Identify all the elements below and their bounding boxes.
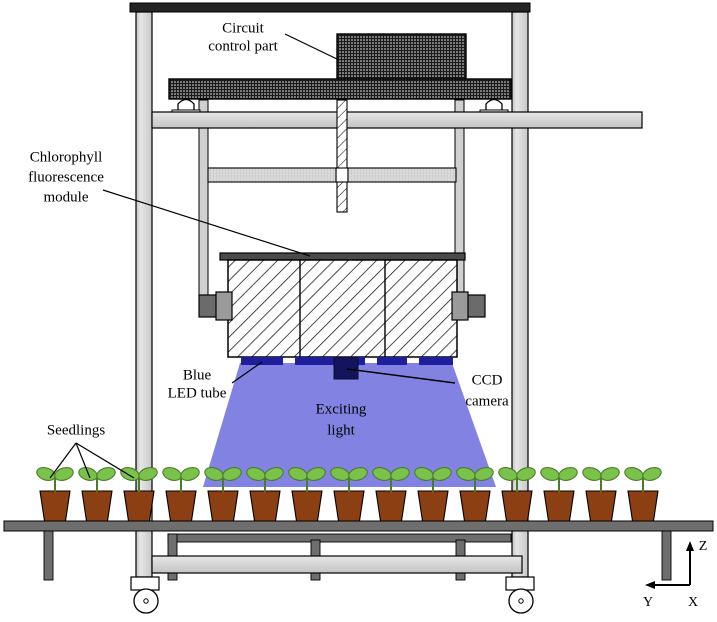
seedling-pot [123,490,155,522]
seedling-pot [81,490,113,522]
seedling-pot [543,490,575,522]
label-exciting-light: Exciting light [316,401,367,438]
seedling [288,467,326,522]
seedlings-row [36,467,662,522]
blue-led-line2: LED tube [168,385,227,401]
seedling-pot [333,490,365,522]
leader-lines [49,33,456,479]
seedling-leaf [162,467,182,481]
seedling-leaf [348,467,368,481]
seedling-leaf [642,467,662,481]
fluorescence-module-top-plate [219,252,466,261]
seedling [498,467,536,522]
axis-label-z: Z [699,539,708,554]
seedling [204,467,242,522]
label-chlorophyll-module: Chlorophyll fluorescence module [28,149,104,205]
label-seedlings: Seedlings [47,422,105,438]
seedling-leaf [474,467,494,481]
seedling [582,467,620,522]
seedling-pot [375,490,407,522]
seedling-pot [627,490,659,522]
circuit-control-base-board [168,78,512,100]
circuit-control-line2: control part [208,38,278,54]
blue-led-line1: Blue [183,367,212,383]
label-circuit-control: Circuit control part [208,20,278,54]
seedling-leaf [390,467,410,481]
circuit-control-line1: Circuit [222,20,264,36]
seedling [456,467,494,522]
label-blue-led-tube: Blue LED tube [168,367,227,401]
axis-label-x: X [688,595,698,610]
seedling-leaf [516,467,536,481]
upper-horizontal-beam [151,111,643,129]
seedling-leaf [222,467,242,481]
label-ccd-camera: CCD camera [465,372,509,409]
seedling-pot [417,490,449,522]
fluorescence-module-body [227,259,458,358]
seedling [246,467,284,522]
seedling-leaf [540,467,560,481]
seedling-pot [291,490,323,522]
seedling-leaf [432,467,452,481]
seedling-leaf [180,467,200,481]
seedling [36,467,74,522]
seedling-pot [501,490,533,522]
module-right-bracket [451,291,486,321]
caster-right[interactable] [505,576,535,614]
seedling [414,467,452,522]
seedling-leaf [96,467,116,481]
bench-top-rail [3,520,714,532]
seedling-leaf [600,467,620,481]
seedling [330,467,368,522]
ccd-camera [333,356,359,380]
circuit-control-upper-box [336,33,467,81]
seedling-leaf [558,467,578,481]
seedling [540,467,578,522]
seedling [162,467,200,522]
seedling-leaf [54,467,74,481]
chlorophyll-module-line2: fluorescence [28,169,104,185]
seedling-pot [39,490,71,522]
seedling-leaf [624,467,644,481]
gantry-bottom-beam [151,555,523,574]
top-beam [129,2,531,13]
exciting-light-line2: light [327,422,355,438]
seedling-pot [165,490,197,522]
seedling [624,467,662,522]
seedling-pot [249,490,281,522]
seedling-pot [585,490,617,522]
seedlings-line1: Seedlings [47,422,105,438]
seedling-pot [459,490,491,522]
exciting-light-cone [203,363,496,487]
middle-horizontal-rail [207,167,457,183]
axis-label-y: Y [643,595,653,610]
coordinate-axes: Z Y X [643,539,707,610]
ccd-camera-line2: camera [465,393,509,409]
caster-left[interactable] [130,576,160,614]
exciting-light-line1: Exciting [316,401,367,417]
seedling [372,467,410,522]
seedling [120,467,158,522]
seedling [78,467,116,522]
seedling-leaf [264,467,284,481]
ccd-camera-line1: CCD [472,372,503,388]
seedling-leaf [306,467,326,481]
chlorophyll-module-line1: Chlorophyll [30,149,103,165]
inner-left-post [198,99,209,301]
vertical-slide-rail [335,99,349,213]
seedling-leaf [138,467,158,481]
chlorophyll-module-line3: module [44,189,89,205]
module-left-bracket [198,291,233,321]
seedling-leaf [582,467,602,481]
seedling-pot [207,490,239,522]
